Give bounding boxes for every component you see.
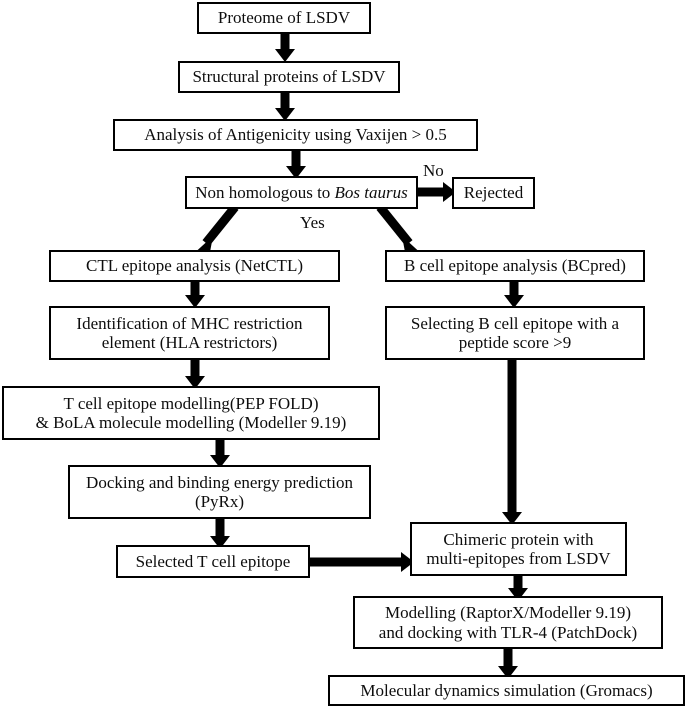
arrow-antigenicity-to-nonhomologous [285,150,307,179]
edge-label-yes: Yes [300,213,325,232]
arrow-mhc-to-tcellmodel [184,360,206,389]
node-bcell-label: B cell epitope analysis (BCpred) [404,256,626,276]
node-ctl-epitope-analysis[interactable]: CTL epitope analysis (NetCTL) [49,250,340,282]
node-modelling-text: Modelling (RaptorX/Modeller 9.19) and do… [359,603,657,641]
node-modelling-line1: Modelling (RaptorX/Modeller 9.19) [385,603,631,623]
arrow-structural-to-antigenicity [274,93,296,121]
node-selected-tcell-epitope[interactable]: Selected T cell epitope [116,545,310,578]
node-mhc-restriction[interactable]: Identification of MHC restriction elemen… [49,306,330,360]
node-non-homologous-label: Non homologous to Bos taurus [191,183,412,202]
node-selectb-line2: peptide score >9 [458,333,572,352]
node-non-homologous-species: Bos taurus [334,182,408,202]
arrow-tcellmodel-to-docking [209,440,231,468]
edge-label-no: No [423,161,444,180]
node-docking-line1: Docking and binding energy prediction [86,472,353,492]
node-tcellmodel-line1: T cell epitope modelling(PEP FOLD) [63,393,319,413]
node-rejected-label: Rejected [463,183,524,203]
node-mhc-line1: Identification of MHC restriction [76,313,303,333]
node-proteome-label: Proteome of LSDV [217,8,351,28]
node-chimeric-protein[interactable]: Chimeric protein with multi-epitopes fro… [410,522,627,576]
node-selectedt-label: Selected T cell epitope [135,551,291,571]
node-modelling-docking-tlr4[interactable]: Modelling (RaptorX/Modeller 9.19) and do… [353,596,663,649]
node-chimeric-line1: Chimeric protein with [443,529,594,549]
node-docking-line2: (PyRx) [194,492,245,511]
arrow-selectedt-to-chimeric [308,551,414,573]
node-selecting-bcell-epitope[interactable]: Selecting B cell epitope with a peptide … [385,306,645,360]
node-chimeric-line2: multi-epitopes from LSDV [426,549,611,568]
node-tcellmodel-line2: & BoLA molecule modelling (Modeller 9.19… [35,413,347,432]
node-structural-label: Structural proteins of LSDV [192,67,386,87]
node-molecular-dynamics-simulation[interactable]: Molecular dynamics simulation (Gromacs) [328,675,685,706]
node-tcell-epitope-modelling[interactable]: T cell epitope modelling(PEP FOLD) & BoL… [2,386,380,440]
node-mhc-line2: element (HLA restrictors) [101,333,278,352]
arrow-ctl-to-mhc [184,281,206,308]
node-modelling-line2: and docking with TLR-4 (PatchDock) [378,622,638,642]
node-non-homologous-prefix: Non homologous to [195,182,335,202]
node-docking-text: Docking and binding energy prediction (P… [74,473,365,511]
node-chimeric-text: Chimeric protein with multi-epitopes fro… [416,530,621,568]
node-non-homologous-decision[interactable]: Non homologous to Bos taurus [185,176,418,209]
arrow-proteome-to-structural [274,33,296,62]
arrow-nonhomologous-to-rejected [416,181,456,203]
node-tcellmodel-text: T cell epitope modelling(PEP FOLD) & BoL… [8,394,374,432]
node-rejected[interactable]: Rejected [452,177,535,209]
node-bcell-epitope-analysis[interactable]: B cell epitope analysis (BCpred) [385,250,645,282]
node-docking-binding-energy[interactable]: Docking and binding energy prediction (P… [68,465,371,519]
node-ctl-label: CTL epitope analysis (NetCTL) [85,256,303,276]
arrow-selectb-to-chimeric [501,360,523,525]
node-selectb-text: Selecting B cell epitope with a peptide … [391,314,639,352]
node-proteome-of-lsdv[interactable]: Proteome of LSDV [197,2,371,34]
node-md-label: Molecular dynamics simulation (Gromacs) [360,680,653,700]
node-structural-proteins[interactable]: Structural proteins of LSDV [178,61,400,93]
node-selectb-line1: Selecting B cell epitope with a [410,313,620,333]
node-mhc-text: Identification of MHC restriction elemen… [55,314,324,352]
node-antigenicity-label: Analysis of Antigenicity using Vaxijen >… [144,125,447,145]
node-antigenicity-analysis[interactable]: Analysis of Antigenicity using Vaxijen >… [113,119,478,151]
arrow-bcell-to-selectb [503,281,525,308]
